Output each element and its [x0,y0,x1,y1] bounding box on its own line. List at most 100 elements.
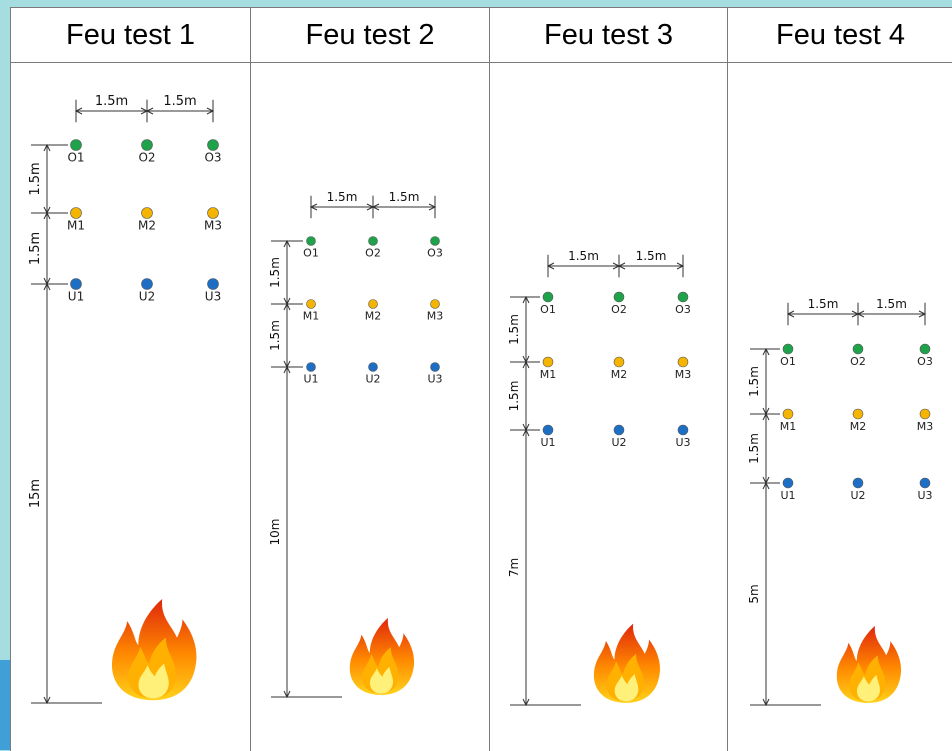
sensor-label: U1 [780,489,795,502]
arrowhead [617,262,626,270]
arrowhead [546,262,555,270]
sensor-label: U1 [303,373,318,386]
column-title: Feu test 4 [728,8,952,63]
sensor-dot [430,299,440,309]
vertical-spacing-label: 7m [507,558,521,577]
sensor-dot [141,207,153,219]
sensor-dot [852,343,864,355]
sensor-dot [919,477,931,489]
sensor-label: M2 [850,420,867,433]
sensor-label: M3 [204,219,222,233]
column-title: Feu test 1 [11,8,250,63]
fire-icon [349,617,415,695]
sensor-dot [207,207,219,219]
sensor-dot [430,362,440,372]
sensor-dot [919,408,931,420]
horizontal-spacing-label: 1.5m [636,249,667,263]
sensor-dot [430,236,440,246]
sensor-label: O1 [540,303,556,316]
sensor-dot [70,139,82,151]
vertical-spacing-label: 1.5m [28,232,43,265]
sensor-dot [542,356,554,368]
sensor-label: M3 [917,420,934,433]
arrowhead [371,203,380,211]
sensor-dot [141,139,153,151]
sensor-dot [677,291,689,303]
sensor-label: U1 [540,436,555,449]
sensor-dot [207,278,219,290]
column-title: Feu test 2 [251,8,489,63]
sensor-label: U2 [611,436,626,449]
vertical-spacing-label: 1.5m [507,314,521,345]
dimension-lines [31,99,215,705]
sensor-dot [368,362,378,372]
sensor-label: O3 [427,247,443,260]
flame-inner [369,666,394,694]
sensor-dot [852,408,864,420]
vertical-spacing-label: 1.5m [268,257,282,288]
vertical-spacing-label: 10m [268,519,282,546]
sensor-dot [207,139,219,151]
vertical-spacing-label: 15m [28,479,43,508]
sensor-label: M1 [540,368,557,381]
arrowhead [74,107,83,115]
fire-icon [111,599,197,701]
vertical-spacing-label: 1.5m [268,320,282,351]
flame-inner [138,663,169,699]
arrowhead [918,310,927,318]
dimension-lines [750,302,927,707]
sensor-dot [613,356,625,368]
flame-inner [856,674,881,702]
arrowhead [786,310,795,318]
arrowhead [676,262,685,270]
fire-icon [593,623,661,703]
horizontal-spacing-label: 1.5m [808,297,839,311]
sensor-label: M1 [303,310,320,323]
column-title: Feu test 3 [490,8,727,63]
flame-inner [614,674,639,702]
sensor-label: M3 [427,310,444,323]
sensor-label: U3 [675,436,690,449]
sensor-label: O2 [138,151,155,165]
sensor-label: U1 [68,290,84,304]
sensor-label: O1 [780,355,796,368]
left-accent-band [0,660,10,750]
sensor-label: M2 [365,310,382,323]
arrowhead [145,107,154,115]
sensor-dot [782,343,794,355]
sensor-label: U2 [365,373,380,386]
sensor-label: M1 [780,420,797,433]
sensor-dot [306,299,316,309]
arrowhead [428,203,437,211]
sensor-label: O1 [67,151,84,165]
vertical-spacing-label: 1.5m [507,381,521,412]
vertical-spacing-label: 1.5m [747,366,761,397]
sensor-dot [368,236,378,246]
fire-icon [836,625,902,703]
sensor-label: O2 [850,355,866,368]
arrowhead [856,310,865,318]
sensor-dot [852,477,864,489]
sensor-dot [306,236,316,246]
horizontal-spacing-label: 1.5m [163,94,196,109]
arrowhead [206,107,215,115]
sensor-label: O3 [675,303,691,316]
sensor-label: M2 [138,219,156,233]
sensor-dot [542,291,554,303]
sensor-dot [677,424,689,436]
sensor-dot [306,362,316,372]
sensor-label: O3 [917,355,933,368]
sensor-label: U2 [850,489,865,502]
sensor-dot [782,408,794,420]
sensor-dot [919,343,931,355]
sensor-label: M1 [67,219,85,233]
